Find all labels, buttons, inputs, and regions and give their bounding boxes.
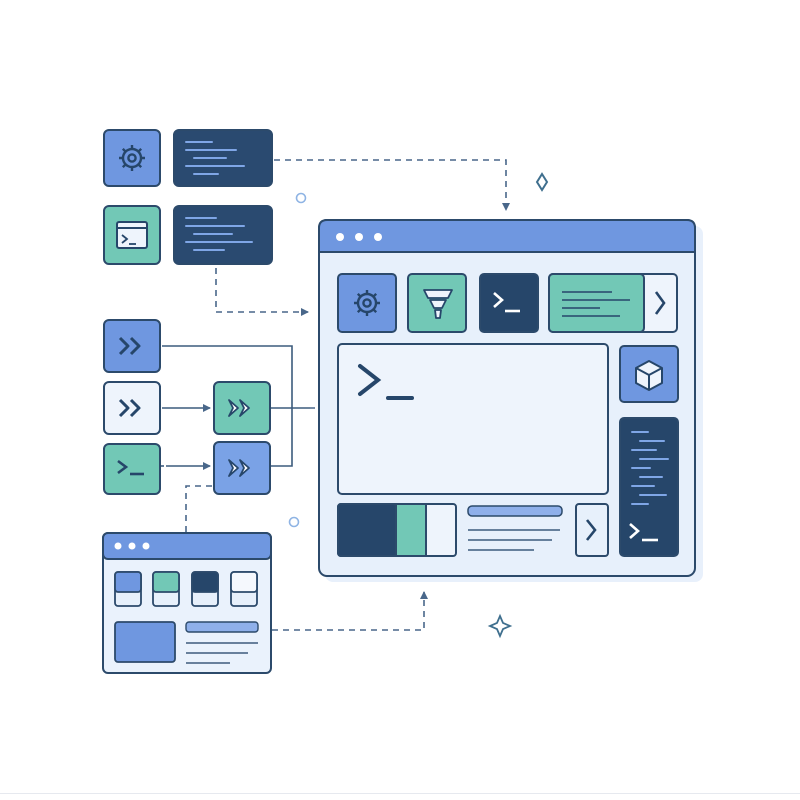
- window-dots-icon: [336, 233, 382, 241]
- console-panel[interactable]: [337, 343, 609, 495]
- mini-window-tile-3[interactable]: [191, 571, 219, 607]
- toolbar-filter-button[interactable]: [407, 273, 467, 333]
- cube-button[interactable]: [619, 345, 679, 403]
- main-window[interactable]: [318, 219, 703, 582]
- forward-node-1[interactable]: [213, 381, 271, 435]
- gear-icon: [354, 290, 380, 316]
- connector-run1: [162, 345, 293, 408]
- run-node-2[interactable]: [103, 381, 161, 435]
- status-lines: [467, 505, 563, 551]
- dashed-connector-top: [274, 159, 510, 211]
- chevron-right-icon: [585, 519, 597, 541]
- mini-window-text-lines: [186, 642, 258, 664]
- double-chevron-right-icon: [118, 398, 141, 418]
- toolbar-code-panel[interactable]: [548, 273, 678, 333]
- bottom-divider: [0, 793, 800, 794]
- cube-icon: [635, 360, 663, 391]
- decor-ring-bottom: [288, 516, 300, 528]
- side-console-panel[interactable]: [619, 417, 679, 557]
- settings-node[interactable]: [103, 129, 161, 187]
- code-lines-icon: [631, 431, 669, 505]
- terminal-icon: [116, 221, 148, 249]
- toolbar-settings-button[interactable]: [337, 273, 397, 333]
- terminal-icon: [358, 364, 414, 400]
- mini-window-tile-1[interactable]: [114, 571, 142, 607]
- sparkle-icon: [487, 613, 513, 639]
- double-chevron-right-icon: [118, 336, 141, 356]
- terminal-icon: [493, 292, 520, 313]
- next-button[interactable]: [575, 503, 609, 557]
- code-block-top[interactable]: [173, 129, 273, 187]
- console-node[interactable]: [103, 205, 161, 265]
- toolbar-terminal-button[interactable]: [479, 273, 539, 333]
- forward-node-2[interactable]: [213, 441, 271, 495]
- terminal-icon: [117, 459, 144, 476]
- mini-window-preview: [114, 621, 176, 663]
- code-block-mid[interactable]: [173, 205, 273, 265]
- mini-window[interactable]: [102, 532, 272, 674]
- code-lines-icon: [562, 291, 630, 317]
- dashed-connector-mid: [215, 268, 309, 316]
- double-chevron-right-icon: [228, 399, 250, 417]
- mini-window-field: [185, 621, 259, 633]
- code-lines-icon: [185, 217, 253, 251]
- run-node-1[interactable]: [103, 319, 161, 373]
- mini-window-tile-2[interactable]: [152, 571, 180, 607]
- gear-icon: [119, 145, 145, 171]
- mini-window-tile-4[interactable]: [230, 571, 258, 607]
- chevron-right-icon[interactable]: [654, 291, 666, 315]
- progress-strip: [337, 503, 457, 557]
- window-dots-icon: [114, 542, 150, 550]
- sparkle-icon: [535, 172, 549, 192]
- terminal-node[interactable]: [103, 443, 161, 495]
- funnel-icon: [423, 289, 453, 319]
- dashed-connector-bottom: [272, 591, 428, 631]
- double-chevron-right-icon: [228, 459, 250, 477]
- decor-ring-top: [295, 192, 307, 204]
- terminal-icon: [629, 523, 658, 542]
- code-lines-icon: [185, 141, 245, 175]
- connector-fwd2-up: [270, 408, 293, 467]
